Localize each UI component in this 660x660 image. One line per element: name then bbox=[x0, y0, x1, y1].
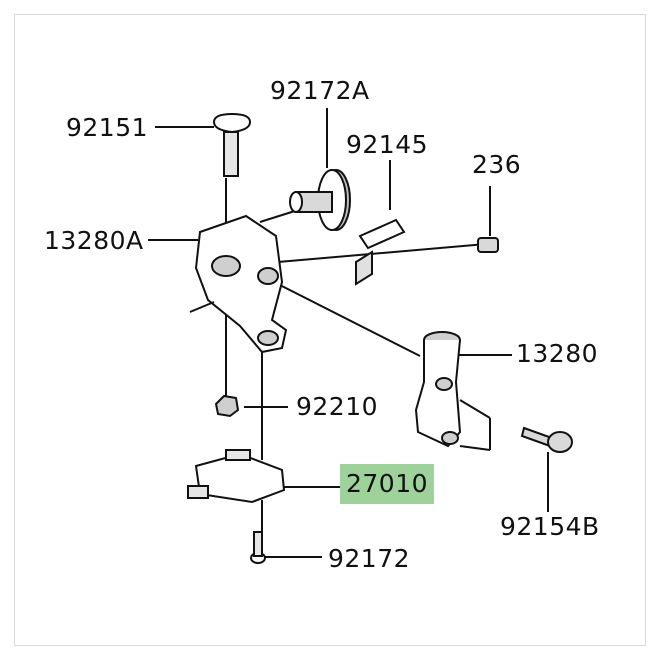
nut-part bbox=[214, 394, 240, 418]
clamp-part bbox=[414, 331, 491, 451]
part-label-92145: 92145 bbox=[346, 130, 429, 159]
bolt-part bbox=[212, 112, 252, 177]
lever-housing-part bbox=[189, 214, 288, 354]
assembly-line-236 bbox=[277, 243, 487, 263]
switch-part bbox=[187, 449, 286, 504]
part-label-92210: 92210 bbox=[296, 392, 379, 421]
clamp-bolt-part bbox=[520, 426, 573, 453]
diagram-frame bbox=[14, 14, 646, 646]
part-label-92172: 92172 bbox=[328, 544, 411, 573]
assembly-line-shaft bbox=[259, 209, 299, 223]
switch-screw-part bbox=[250, 531, 266, 564]
part-label-92172A: 92172A bbox=[270, 76, 370, 105]
gear-part bbox=[289, 169, 351, 231]
part-label-13280A: 13280A bbox=[44, 226, 144, 255]
part-label-27010: 27010 bbox=[340, 464, 435, 504]
part-label-92154B: 92154B bbox=[500, 512, 600, 541]
assembly-line-clamp bbox=[269, 279, 421, 357]
part-label-92151: 92151 bbox=[66, 113, 149, 142]
small-screw-part bbox=[477, 237, 499, 253]
part-label-13280: 13280 bbox=[516, 339, 599, 368]
bracket-part bbox=[355, 218, 406, 286]
part-label-236: 236 bbox=[472, 150, 522, 179]
